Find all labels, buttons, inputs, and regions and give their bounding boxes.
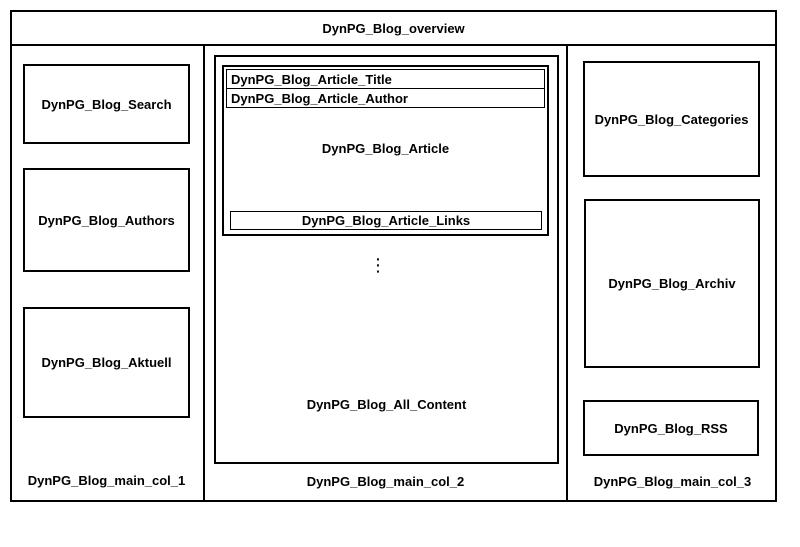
categories-box: DynPG_Blog_Categories: [583, 61, 760, 177]
article-links-box: DynPG_Blog_Article_Links: [230, 211, 542, 230]
overview-box: DynPG_Blog_overview: [10, 10, 777, 46]
article-author-label: DynPG_Blog_Article_Author: [231, 90, 408, 106]
archiv-label: DynPG_Blog_Archiv: [608, 276, 736, 291]
rss-box: DynPG_Blog_RSS: [583, 400, 759, 456]
article-author-box: DynPG_Blog_Article_Author: [226, 88, 545, 108]
search-label: DynPG_Blog_Search: [41, 96, 172, 112]
col3-label: DynPG_Blog_main_col_3: [593, 474, 752, 489]
all-content-label: DynPG_Blog_All_Content: [306, 397, 467, 412]
ellipsis-icon: ⋮: [369, 255, 387, 275]
aktuell-box: DynPG_Blog_Aktuell: [23, 307, 190, 418]
article-title-box: DynPG_Blog_Article_Title: [226, 69, 545, 89]
authors-box: DynPG_Blog_Authors: [23, 168, 190, 272]
article-links-label: DynPG_Blog_Article_Links: [301, 213, 471, 228]
aktuell-label: DynPG_Blog_Aktuell: [41, 355, 172, 370]
col-divider-2: [566, 44, 568, 502]
col2-label: DynPG_Blog_main_col_2: [306, 474, 465, 489]
col-divider-1: [203, 44, 205, 502]
article-title-label: DynPG_Blog_Article_Title: [231, 71, 392, 87]
search-box: DynPG_Blog_Search: [23, 64, 190, 144]
overview-label: DynPG_Blog_overview: [322, 20, 465, 36]
categories-label: DynPG_Blog_Categories: [594, 111, 749, 127]
col1-label: DynPG_Blog_main_col_1: [27, 473, 186, 488]
archiv-box: DynPG_Blog_Archiv: [584, 199, 760, 368]
authors-label: DynPG_Blog_Authors: [38, 212, 175, 228]
rss-label: DynPG_Blog_RSS: [614, 420, 728, 436]
article-label: DynPG_Blog_Article: [321, 141, 450, 156]
